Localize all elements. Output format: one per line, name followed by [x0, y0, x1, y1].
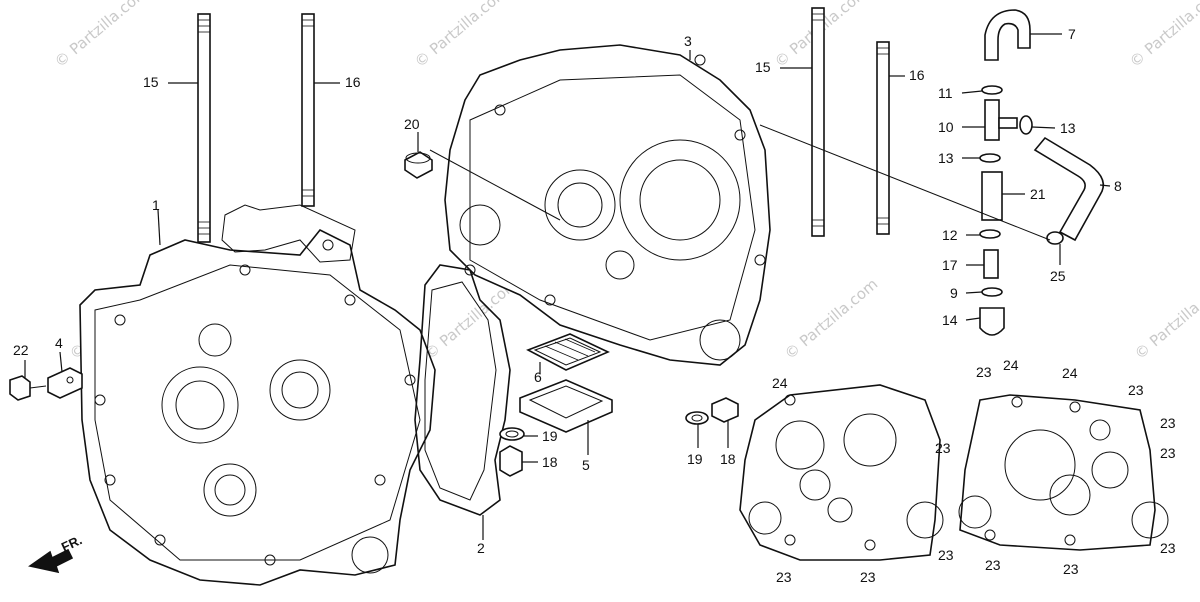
gasket-lower-right — [958, 394, 1169, 551]
callout-7: 7 — [1068, 26, 1076, 42]
callout-15-right: 15 — [755, 59, 771, 75]
callout-16-left: 16 — [345, 74, 361, 90]
clip-13-upper — [1019, 115, 1033, 135]
callout-23-i: 23 — [1160, 540, 1176, 556]
callout-23-b: 23 — [860, 569, 876, 585]
callout-19-right: 19 — [687, 451, 703, 467]
callout-25: 25 — [1050, 268, 1066, 284]
callout-23-k: 23 — [1063, 561, 1079, 577]
callout-9: 9 — [950, 285, 958, 301]
pipe-17 — [983, 249, 999, 279]
breather-tee-10 — [984, 99, 1018, 141]
callout-2: 2 — [477, 540, 485, 556]
breather-hose-7 — [984, 9, 1031, 61]
callout-17: 17 — [942, 257, 958, 273]
stud-bolt-16-left — [301, 13, 315, 207]
callout-10: 10 — [938, 119, 954, 135]
callout-16-right: 16 — [909, 67, 925, 83]
callout-5: 5 — [582, 457, 590, 473]
breather-hose-8 — [1033, 136, 1105, 242]
dowel-pin-20 — [404, 151, 433, 179]
hose-21 — [981, 171, 1003, 221]
callout-23-f: 23 — [1128, 382, 1144, 398]
oil-strainer-screen-6 — [526, 333, 610, 371]
callout-labels: 15 16 1 4 22 3 20 15 16 7 11 10 13 13 8 … — [13, 26, 1176, 585]
cap-14 — [979, 307, 1005, 336]
callout-15-left: 15 — [143, 74, 159, 90]
leader-lines — [24, 33, 1111, 540]
callout-1: 1 — [152, 197, 160, 213]
gasket-top-left — [221, 204, 356, 263]
crankcase-left-1 — [79, 228, 436, 586]
callout-21: 21 — [1030, 186, 1046, 202]
watermark-4: © Partzilla.com — [1126, 0, 1200, 71]
oil-filter-5 — [519, 379, 613, 433]
front-direction-marker: FR. — [28, 532, 84, 574]
bolt-22 — [9, 375, 47, 401]
callout-23-j: 23 — [985, 557, 1001, 573]
callout-14: 14 — [942, 312, 958, 328]
callout-23-h: 23 — [1160, 445, 1176, 461]
watermark-1: © Partzilla.com — [51, 0, 151, 71]
callout-18-center: 18 — [542, 454, 558, 470]
callout-13-upper: 13 — [1060, 120, 1076, 136]
callout-11: 11 — [938, 85, 953, 101]
drain-bolt-18-right — [711, 397, 739, 423]
callout-24-b: 24 — [1003, 357, 1019, 373]
stud-bolt-15-right — [811, 7, 825, 237]
drain-bolt-18-center — [499, 445, 523, 477]
gasket-2 — [414, 264, 511, 516]
callout-23-g: 23 — [1160, 415, 1176, 431]
callout-23-e: 23 — [976, 364, 992, 380]
callout-8: 8 — [1114, 178, 1122, 194]
sealing-washer-19-center — [499, 427, 525, 441]
clip-11 — [981, 85, 1003, 95]
crankcase-right-3 — [444, 44, 771, 366]
stud-bolt-16-right — [876, 41, 890, 235]
callout-23-a: 23 — [776, 569, 792, 585]
watermark-2: © Partzilla.com — [411, 0, 511, 71]
callout-23-d: 23 — [938, 547, 954, 563]
watermark-7: © Partzilla.com — [781, 275, 881, 363]
front-label: FR. — [59, 532, 84, 554]
clip-13-lower — [979, 153, 1001, 163]
clip-12 — [979, 229, 1001, 239]
callout-24-c: 24 — [1062, 365, 1078, 381]
callout-12: 12 — [942, 227, 958, 243]
plate-4 — [47, 367, 83, 399]
callout-20: 20 — [404, 116, 420, 132]
callout-23-c: 23 — [935, 440, 951, 456]
callout-19-center: 19 — [542, 428, 558, 444]
clamp-25 — [1046, 231, 1064, 245]
clip-9 — [981, 287, 1003, 297]
stud-bolt-15-left — [197, 13, 211, 243]
gasket-lower-middle — [739, 384, 944, 561]
callout-24-a: 24 — [772, 375, 788, 391]
callout-3: 3 — [684, 33, 692, 49]
callout-4: 4 — [55, 335, 63, 351]
callout-6: 6 — [534, 369, 542, 385]
callout-18-right: 18 — [720, 451, 736, 467]
sealing-washer-19-right — [685, 411, 709, 425]
watermark-8: © Partzilla.com — [1131, 275, 1200, 363]
callout-22: 22 — [13, 342, 29, 358]
callout-13-lower: 13 — [938, 150, 954, 166]
